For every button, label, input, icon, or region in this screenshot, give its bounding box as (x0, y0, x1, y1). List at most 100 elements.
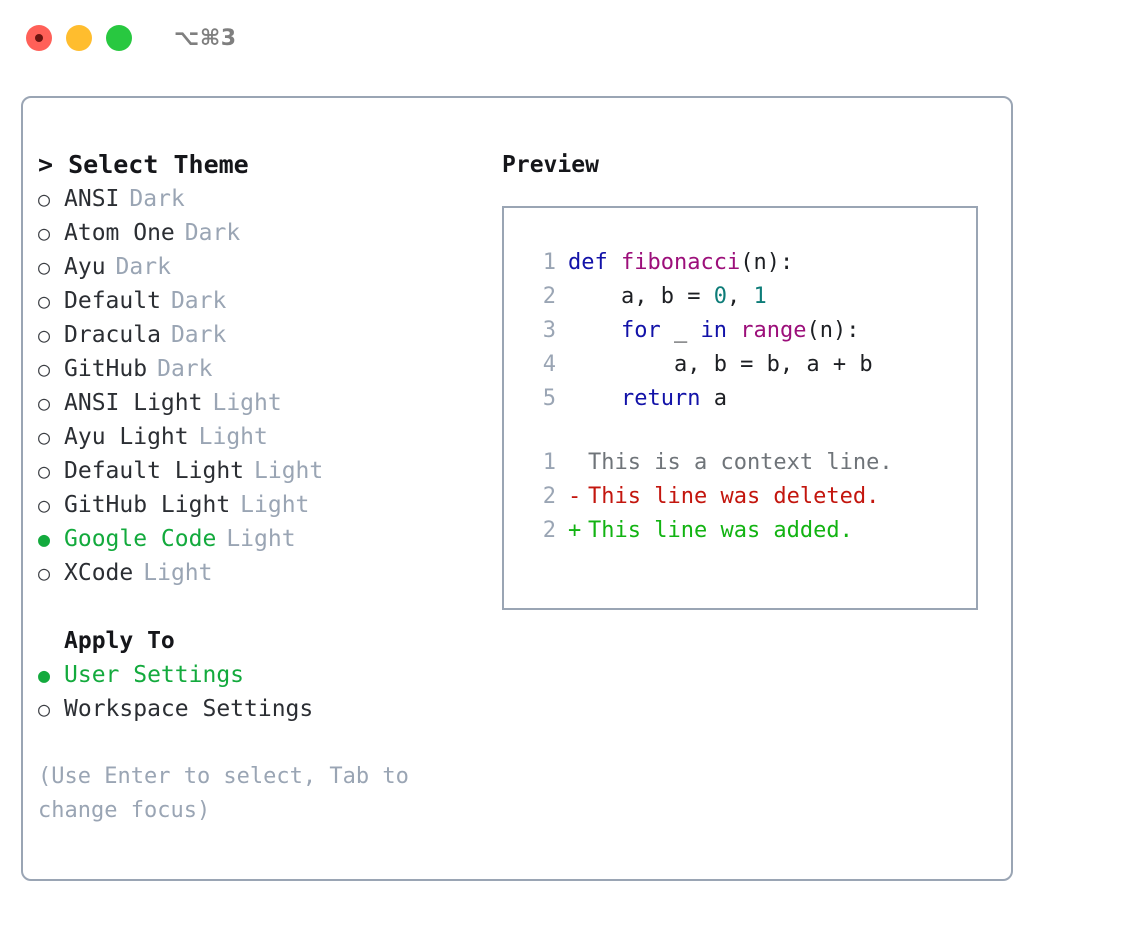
keyboard-hint-text: (Use Enter to select, Tab to change focu… (38, 764, 423, 823)
theme-option-default[interactable]: ○ Default Dark (38, 284, 488, 318)
code-line: 5 return a (522, 382, 976, 416)
radio-unselected-icon: ○ (38, 187, 51, 211)
radio-unselected-icon: ○ (38, 289, 51, 313)
apply-to-option-label: Workspace Settings (64, 696, 314, 722)
traffic-lights (26, 25, 132, 51)
code-token-punct: (n): (806, 318, 860, 343)
apply-to-option-list: ● User Settings ○ Workspace Settings (38, 658, 488, 726)
theme-option-label: XCode (64, 560, 134, 586)
theme-option-atom-one[interactable]: ○ Atom One Dark (38, 216, 488, 250)
code-line-text: def fibonacci(n): (568, 246, 793, 280)
radio-unselected-icon: ○ (38, 323, 51, 347)
radio-unselected-icon: ○ (38, 221, 51, 245)
code-token-kw: return (620, 386, 701, 411)
diff-line-text: This line was deleted. (588, 484, 880, 509)
theme-option-variant-tag: Dark (129, 186, 185, 212)
code-token-kw: in (700, 318, 727, 343)
theme-option-variant-tag: Light (254, 458, 324, 484)
apply-to-header: Apply To (64, 628, 175, 654)
close-button-icon[interactable] (26, 25, 52, 51)
diff-marker: + (568, 518, 582, 543)
code-token-punct: (n): (740, 250, 794, 275)
radio-unselected-icon: ○ (38, 493, 51, 517)
diff-line-number: 1 (542, 450, 556, 475)
theme-option-label: GitHub Light (64, 492, 231, 518)
maximize-button-icon[interactable] (106, 25, 132, 51)
theme-option-variant-tag: Dark (170, 322, 227, 348)
theme-option-variant-tag: Dark (170, 288, 227, 314)
code-line-text: for _ in range(n): (568, 314, 859, 348)
preview-title: Preview (502, 152, 599, 178)
diff-line-number: 2 (542, 518, 556, 543)
diff-line-deleted: 2-This line was deleted. (522, 480, 976, 514)
code-line-number: 4 (542, 352, 556, 377)
theme-option-label: ANSI Light (64, 390, 203, 416)
theme-option-variant-tag: Light (212, 390, 282, 416)
code-line-number: 5 (542, 386, 556, 411)
theme-option-label: Ayu (64, 254, 106, 280)
theme-option-variant-tag: Light (226, 526, 296, 552)
preview-box: 1 def fibonacci(n): 2 a, b = 0, 1 3 for _ i… (502, 206, 978, 610)
diff-line-text: This line was added. (588, 518, 853, 543)
code-token-plain: , (726, 284, 754, 309)
radio-unselected-icon: ○ (38, 425, 51, 449)
code-line: 4 a, b = b, a + b (522, 348, 976, 382)
window-titlebar: ⌥⌘3 (0, 0, 1140, 76)
apply-to-option-user-settings[interactable]: ● User Settings (38, 658, 488, 692)
code-token-plain: _ (660, 318, 701, 343)
radio-unselected-icon: ○ (38, 459, 51, 483)
code-token-plain (727, 318, 740, 343)
apply-to-option-workspace-settings[interactable]: ○ Workspace Settings (38, 692, 488, 726)
radio-unselected-icon: ○ (38, 357, 51, 381)
theme-option-variant-tag: Dark (184, 220, 241, 246)
select-theme-header: > Select Theme (38, 150, 249, 179)
list-spacer (38, 590, 488, 624)
theme-option-ayu[interactable]: ○ Ayu Dark (38, 250, 488, 284)
apply-to-option-label: User Settings (64, 662, 245, 688)
diff-line-added: 2 +This line was added. (522, 514, 976, 548)
radio-unselected-icon: ○ (38, 255, 51, 279)
code-line-number: 3 (542, 318, 556, 343)
theme-option-dracula[interactable]: ○ Dracula Dark (38, 318, 488, 352)
code-token-fn: fibonacci (620, 250, 741, 275)
radio-unselected-icon: ○ (38, 561, 51, 585)
code-token-num: 1 (753, 284, 767, 309)
radio-unselected-icon: ○ (38, 391, 51, 415)
window-title: ⌥⌘3 (174, 25, 237, 51)
preview-column: Preview 1 def fibonacci(n): 2 a, b = 0, 1 3… (502, 148, 992, 610)
minimize-button-icon[interactable] (66, 25, 92, 51)
diff-line-context: 1 This is a context line. (522, 446, 976, 480)
code-token-num: 0 (713, 284, 727, 309)
theme-option-label: ANSI (64, 186, 120, 212)
hint-spacer (38, 726, 488, 760)
theme-option-variant-tag: Dark (115, 254, 171, 280)
code-line-number: 2 (542, 284, 556, 309)
radio-unselected-icon: ○ (38, 697, 51, 721)
code-line-text: return a (568, 382, 727, 416)
theme-option-variant-tag: Dark (157, 356, 213, 382)
theme-option-label: Ayu Light (64, 424, 189, 450)
radio-selected-icon: ● (38, 663, 51, 687)
diff-line-text: This is a context line. (588, 450, 893, 475)
diff-line-number: 2 (542, 484, 556, 509)
theme-option-ansi[interactable]: ○ ANSI Dark (38, 182, 488, 216)
diff-sample: 1 This is a context line.2-This line was… (522, 446, 976, 548)
code-token-plain: a (700, 386, 727, 411)
code-token-kw: for (620, 318, 661, 343)
code-token-plain (568, 318, 621, 343)
theme-option-ansi-light[interactable]: ○ ANSI Light Light (38, 386, 488, 420)
theme-option-label: Atom One (64, 220, 175, 246)
theme-option-label: Dracula (64, 322, 161, 348)
theme-option-label: Default (64, 288, 161, 314)
diff-marker: - (568, 484, 582, 509)
code-token-plain: a, b = (568, 284, 714, 309)
